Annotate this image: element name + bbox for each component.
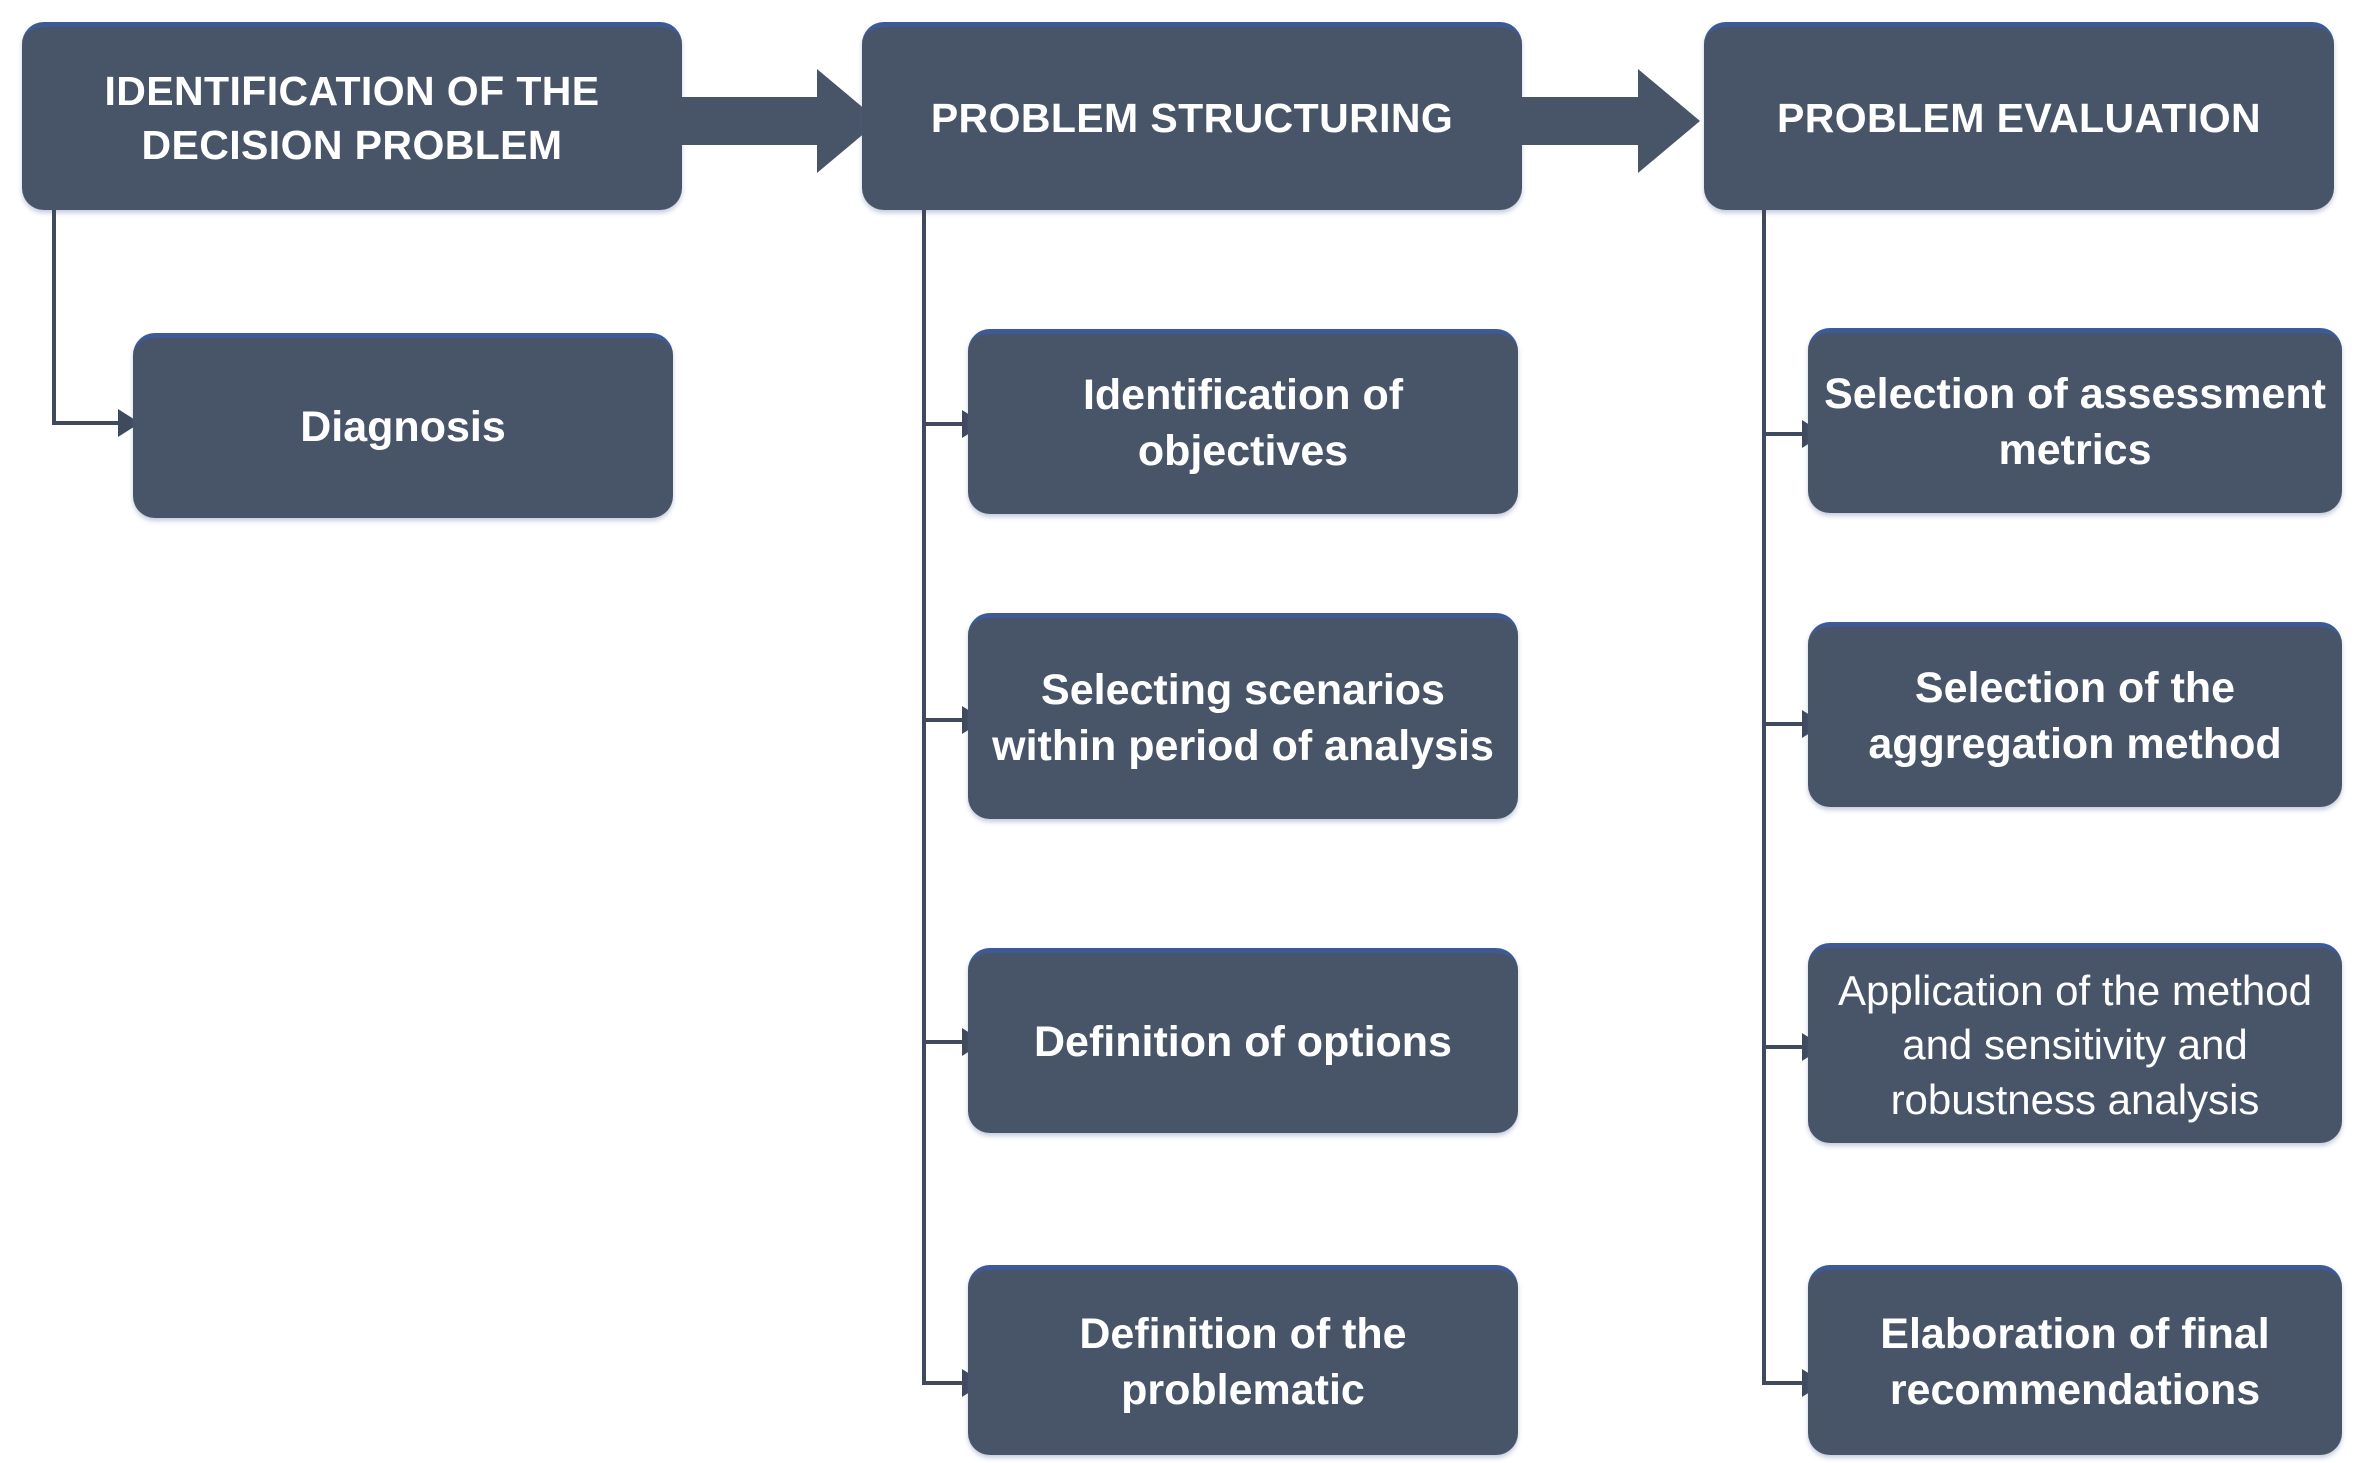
header-identification-of-the-decision-problem[interactable]: IDENTIFICATION OF THE DECISION PROBLEM xyxy=(22,22,682,210)
step-elaboration-of-final-recommendations[interactable]: Elaboration of final recommendations xyxy=(1808,1265,2342,1455)
spine-structuring xyxy=(922,210,926,1385)
step-diagnosis[interactable]: Diagnosis xyxy=(133,333,673,518)
step-selection-of-assessment-metrics[interactable]: Selection of assessment metrics xyxy=(1808,328,2342,513)
step-selection-of-the-aggregation-method-label: Selection of the aggregation method xyxy=(1868,664,2282,768)
step-identification-of-objectives[interactable]: Identification of objectives xyxy=(968,329,1518,514)
branch-evaluation-step-3 xyxy=(1762,1045,1806,1049)
header-problem-evaluation[interactable]: PROBLEM EVALUATION xyxy=(1704,22,2334,210)
step-selecting-scenarios-label: Selecting scenarios within period of ana… xyxy=(992,665,1494,770)
step-diagnosis-label: Diagnosis xyxy=(300,403,506,452)
branch-evaluation-step-1 xyxy=(1762,432,1806,436)
arrow-structuring-to-evaluation xyxy=(1500,69,1700,173)
step-definition-of-the-problematic[interactable]: Definition of the problematic xyxy=(968,1265,1518,1455)
step-application-of-the-method-label: Application of the method and sensitivit… xyxy=(1838,966,2312,1123)
step-elaboration-of-final-recommendations-label: Elaboration of final recommendations xyxy=(1880,1309,2270,1414)
step-definition-of-options-label: Definition of options xyxy=(1034,1018,1452,1067)
branch-structuring-step-3 xyxy=(922,1040,966,1044)
step-selection-of-assessment-metrics-label: Selection of assessment metrics xyxy=(1824,370,2326,474)
branch-structuring-step-4 xyxy=(922,1381,966,1385)
branch-evaluation-step-2 xyxy=(1762,722,1806,726)
header-problem-structuring[interactable]: PROBLEM STRUCTURING xyxy=(862,22,1522,210)
header-identification-label: IDENTIFICATION OF THE DECISION PROBLEM xyxy=(104,68,600,168)
branch-structuring-step-1 xyxy=(922,422,966,426)
arrow-shaft-1 xyxy=(679,97,819,145)
arrow-identification-to-structuring xyxy=(679,69,879,173)
step-selection-of-the-aggregation-method[interactable]: Selection of the aggregation method xyxy=(1808,622,2342,807)
arrow-shaft-2 xyxy=(1500,97,1640,145)
step-selecting-scenarios-within-period-of-analysis[interactable]: Selecting scenarios within period of ana… xyxy=(968,613,1518,819)
step-application-of-the-method-and-sensitivity-and-robustness-analysis[interactable]: Application of the method and sensitivit… xyxy=(1808,943,2342,1143)
spine-identification xyxy=(52,210,56,425)
step-definition-of-options[interactable]: Definition of options xyxy=(968,948,1518,1133)
branch-evaluation-step-4 xyxy=(1762,1381,1806,1385)
arrow-head-2-icon xyxy=(1638,69,1700,173)
header-evaluation-label: PROBLEM EVALUATION xyxy=(1776,94,2261,141)
branch-structuring-step-2 xyxy=(922,718,966,722)
step-definition-of-the-problematic-label: Definition of the problematic xyxy=(1079,1309,1407,1414)
spine-evaluation xyxy=(1762,210,1766,1385)
header-structuring-label: PROBLEM STRUCTURING xyxy=(930,94,1454,141)
step-identification-of-objectives-label: Identification of objectives xyxy=(1082,371,1404,475)
branch-identification-step-1 xyxy=(52,421,122,425)
